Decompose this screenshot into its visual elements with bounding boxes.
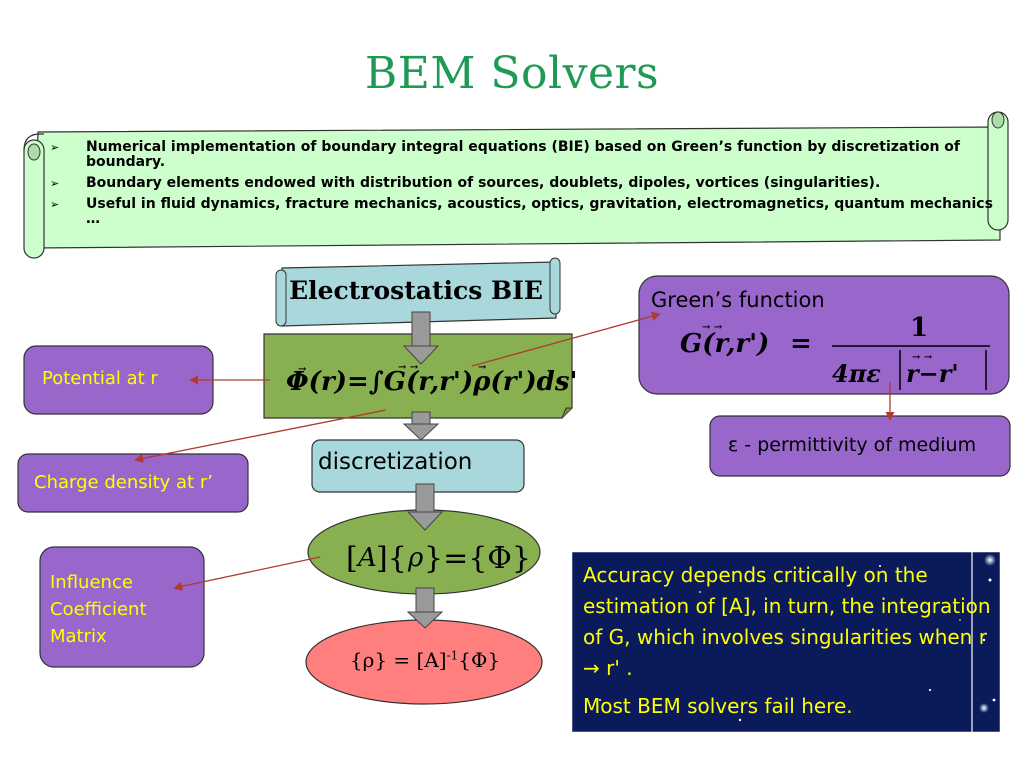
svg-text:Φ(r)=∫G(r,r')ρ(r')ds': Φ(r)=∫G(r,r')ρ(r')ds' bbox=[286, 367, 577, 397]
potential-label: Potential at r bbox=[42, 368, 158, 389]
svg-text:→: → bbox=[478, 362, 487, 373]
bullet-text: Boundary elements endowed with distribut… bbox=[86, 175, 881, 191]
solution-text: {ρ} = [A]-1{Φ} bbox=[349, 648, 501, 672]
flow-arrow-2 bbox=[402, 411, 440, 441]
potential-equation: Φ(r)=∫G(r,r')ρ(r')ds' → → → → bbox=[286, 362, 577, 397]
bullet-item: ➢ Useful in fluid dynamics, fracture mec… bbox=[48, 197, 1010, 227]
permittivity-label: ε - permittivity of medium bbox=[728, 434, 977, 456]
svg-text:→ →: → → bbox=[398, 362, 419, 373]
arrow-bullet-icon: ➢ bbox=[50, 141, 60, 154]
svg-text:→ →: → → bbox=[912, 352, 933, 363]
svg-text:}={Φ}: }={Φ} bbox=[424, 541, 531, 576]
greens-function-label: Green’s function bbox=[651, 288, 825, 312]
page-title: BEM Solvers bbox=[364, 48, 660, 99]
accuracy-note: Accuracy depends critically on the estim… bbox=[583, 560, 993, 722]
greens-function-formula: G(r,r') → → = 1 4πε r−r' → → bbox=[680, 313, 990, 390]
night-sky-panel bbox=[571, 551, 1001, 733]
svg-text:r−r': r−r' bbox=[906, 359, 959, 388]
influence-matrix-label: Influence Coefficient Matrix bbox=[50, 572, 147, 647]
matrix-equation: [ A ]{ ρ }={Φ} bbox=[346, 541, 531, 576]
charge-density-label: Charge density at r’ bbox=[34, 472, 213, 493]
bullet-item: ➢ Boundary elements endowed with distrib… bbox=[48, 176, 1010, 191]
connector-charge bbox=[134, 409, 387, 463]
inverse-exponent: -1 bbox=[446, 648, 459, 663]
svg-text:4πε: 4πε bbox=[832, 359, 881, 388]
solution-label: {ρ} = [A]-1{Φ} bbox=[306, 648, 544, 672]
bie-box bbox=[275, 257, 561, 327]
svg-text:G(r,r'): G(r,r') bbox=[680, 329, 769, 359]
greens-function-box bbox=[638, 275, 1010, 395]
scroll-banner bbox=[23, 111, 1009, 259]
permittivity-box bbox=[709, 415, 1011, 477]
discretization-label: discretization bbox=[318, 449, 473, 475]
bie-label: Electrostatics BIE bbox=[289, 276, 543, 305]
flow-arrow-4 bbox=[406, 587, 444, 629]
bullet-text: Useful in fluid dynamics, fracture mecha… bbox=[86, 196, 993, 227]
arrow-bullet-icon: ➢ bbox=[50, 177, 60, 190]
flow-arrow-3 bbox=[406, 483, 444, 531]
accuracy-note-line1: Accuracy depends critically on the estim… bbox=[583, 563, 991, 680]
accuracy-note-line2: Most BEM solvers fail here. bbox=[583, 694, 853, 718]
svg-text:→ →: → → bbox=[702, 322, 723, 333]
bullet-item: ➢ Numerical implementation of boundary i… bbox=[48, 140, 1010, 170]
potential-equation-box bbox=[263, 333, 573, 419]
svg-text:A: A bbox=[356, 543, 377, 573]
bullet-text: Numerical implementation of boundary int… bbox=[86, 139, 961, 170]
svg-text:=: = bbox=[790, 329, 812, 359]
svg-text:→: → bbox=[298, 364, 307, 375]
svg-text:[: [ bbox=[346, 541, 358, 576]
charge-density-box bbox=[17, 453, 249, 513]
influence-matrix-box bbox=[39, 546, 205, 668]
svg-text:1: 1 bbox=[910, 313, 928, 343]
connector-influence bbox=[173, 556, 321, 591]
flow-arrow-1 bbox=[402, 311, 440, 365]
svg-text:ρ: ρ bbox=[407, 543, 424, 573]
svg-text:]{: ]{ bbox=[376, 541, 407, 576]
connector-greens bbox=[471, 311, 661, 367]
bullet-list: ➢ Numerical implementation of boundary i… bbox=[48, 140, 1010, 233]
arrow-bullet-icon: ➢ bbox=[50, 198, 60, 211]
